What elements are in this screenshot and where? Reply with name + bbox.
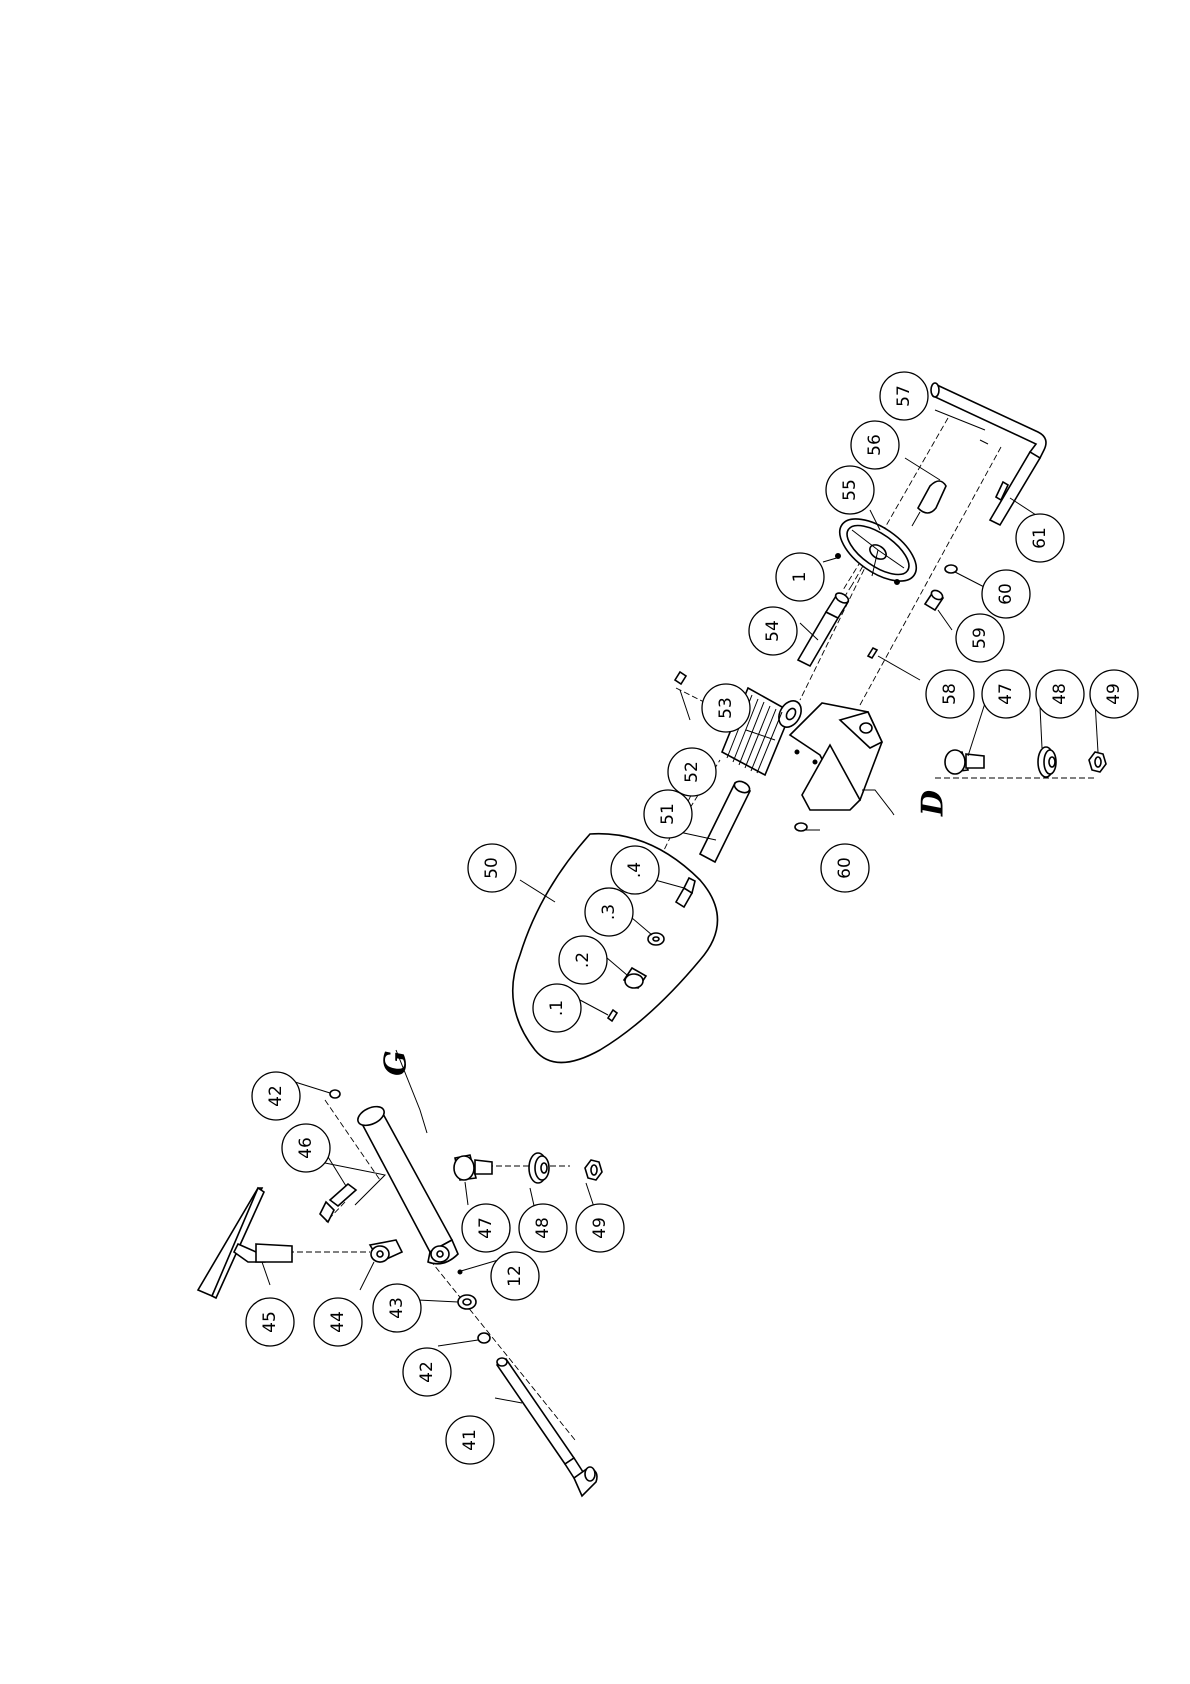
housing-body (790, 703, 882, 810)
t-handle (198, 1188, 292, 1298)
callout-c48b: 48 (519, 1204, 567, 1252)
bearing-48-left (529, 1153, 549, 1183)
callout-c42b: 42 (403, 1348, 451, 1396)
svg-text:.2: .2 (573, 952, 593, 968)
svg-text:60: 60 (835, 857, 855, 879)
svg-text:56: 56 (865, 434, 885, 456)
callout-c58: 58 (926, 670, 974, 718)
callout-c55: 55 (826, 466, 874, 514)
callout-c41: 41 (446, 1416, 494, 1464)
callout-c49a: 49 (1090, 670, 1138, 718)
bushing-59 (925, 589, 944, 610)
callout-c43: 43 (373, 1284, 421, 1332)
callout-c2: .2 (559, 936, 607, 984)
callout-c1b: .1 (533, 984, 581, 1032)
screw-52 (675, 672, 686, 684)
callout-c4: .4 (611, 846, 659, 894)
callout-c61: 61 (1016, 514, 1064, 562)
callout-c1: 1 (776, 553, 824, 601)
svg-text:52: 52 (682, 761, 702, 783)
svg-text:48: 48 (1050, 683, 1070, 705)
callout-c56: 56 (851, 421, 899, 469)
svg-text:54: 54 (763, 620, 783, 642)
svg-text:47: 47 (996, 683, 1016, 705)
callout-c45: 45 (246, 1298, 294, 1346)
callout-c53: 53 (702, 684, 750, 732)
svg-text:57: 57 (894, 385, 914, 407)
svg-text:53: 53 (716, 697, 736, 719)
callout-c52: 52 (668, 748, 716, 796)
callout-c50: 50 (468, 844, 516, 892)
bearing-48-right (1038, 747, 1056, 777)
view-label-g: G (379, 1050, 414, 1076)
bushing-47-right (945, 750, 984, 774)
svg-text:49: 49 (1104, 683, 1124, 705)
callout-c57: 57 (880, 372, 928, 420)
callout-c12: 12 (491, 1252, 539, 1300)
svg-text:43: 43 (387, 1297, 407, 1319)
svg-text:49: 49 (590, 1217, 610, 1239)
bushing-43 (458, 1295, 476, 1309)
svg-text:61: 61 (1030, 527, 1050, 549)
callout-c3: .3 (585, 888, 633, 936)
washer-kit-3-hole (653, 937, 659, 941)
svg-text:48: 48 (533, 1217, 553, 1239)
callout-c60b: 60 (821, 844, 869, 892)
nut-49-left (585, 1160, 602, 1180)
crank-lever (931, 383, 1046, 525)
svg-text:44: 44 (328, 1311, 348, 1333)
nut-49-right (1089, 752, 1106, 772)
callout-c54: 54 (749, 607, 797, 655)
svg-text:1: 1 (790, 572, 810, 583)
svg-text:45: 45 (260, 1311, 280, 1333)
handle-knob (912, 481, 946, 526)
svg-text:.3: .3 (599, 904, 619, 920)
callout-c44: 44 (314, 1298, 362, 1346)
callout-c59: 59 (956, 614, 1004, 662)
svg-text:.1: .1 (547, 1000, 567, 1016)
washer-42-lower (478, 1333, 490, 1343)
callout-c47a: 47 (982, 670, 1030, 718)
svg-text:59: 59 (970, 627, 990, 649)
pin-51 (700, 779, 751, 862)
svg-text:51: 51 (658, 803, 678, 825)
handwheel (829, 507, 926, 594)
bushing-47-left (454, 1155, 492, 1180)
callout-c51: 51 (644, 790, 692, 838)
callout-c42a: 42 (252, 1072, 300, 1120)
callout-c47b: 47 (462, 1204, 510, 1252)
washer-42-upper (330, 1090, 340, 1098)
callout-c46: 46 (282, 1124, 330, 1172)
svg-text:46: 46 (296, 1137, 316, 1159)
callout-c49b: 49 (576, 1204, 624, 1252)
svg-text:42: 42 (266, 1085, 286, 1107)
svg-text:.4: .4 (625, 862, 645, 878)
svg-text:47: 47 (476, 1217, 496, 1239)
svg-text:12: 12 (505, 1265, 525, 1287)
clamp-lever (320, 1184, 356, 1222)
svg-text:58: 58 (940, 683, 960, 705)
svg-text:41: 41 (460, 1429, 480, 1451)
callout-c60a: 60 (982, 570, 1030, 618)
svg-text:55: 55 (840, 479, 860, 501)
lead-screw (497, 1358, 597, 1496)
svg-text:42: 42 (417, 1361, 437, 1383)
screw-58 (868, 648, 877, 658)
callout-c48a: 48 (1036, 670, 1084, 718)
view-label-d: D (916, 790, 951, 817)
svg-text:50: 50 (482, 857, 502, 879)
svg-text:60: 60 (996, 583, 1016, 605)
